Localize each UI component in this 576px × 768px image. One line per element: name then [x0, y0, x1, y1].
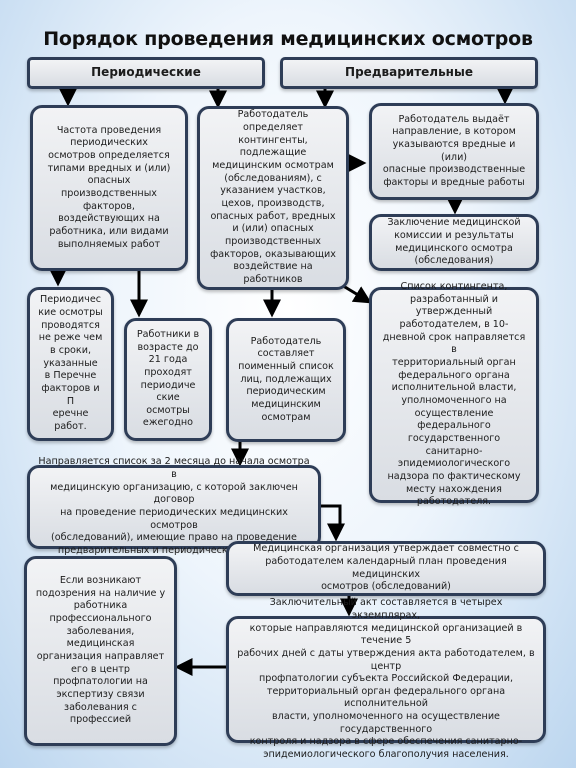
arrow-send-plan	[321, 504, 345, 542]
box-employer-referral: Работодатель выдаёт направление, в котор…	[369, 103, 539, 200]
box-workers-under21: Работники в возрасте до 21 года проходят…	[124, 318, 212, 441]
box-periodic-terms: Периодичес кие осмотры проводятся не реж…	[27, 287, 114, 441]
box-periodic: Периодические	[27, 57, 265, 89]
box-employer-list: Работодатель составляет поименный список…	[226, 318, 346, 442]
box-contingent-list: Список контингента, разработанный и утве…	[369, 281, 539, 507]
box-employer-contingent: Работодатель определяет контингенты, под…	[197, 106, 349, 290]
box-preliminary: Предварительные	[280, 57, 538, 89]
box-occupational: Если возникают подозрения на наличие у р…	[24, 556, 177, 746]
box-send-list: Направляется список за 2 месяца до начал…	[27, 456, 321, 556]
box-frequency: Частота проведения периодических осмотро…	[30, 105, 188, 271]
box-final-act: Заключительный акт составляется в четыре…	[226, 597, 546, 760]
box-med-org-plan: Медицинская организация утверждает совме…	[226, 541, 546, 596]
box-conclusion: Заключение медицинской комиссии и резуль…	[369, 214, 539, 271]
page-title: Порядок проведения медицинских осмотров	[43, 28, 533, 50]
